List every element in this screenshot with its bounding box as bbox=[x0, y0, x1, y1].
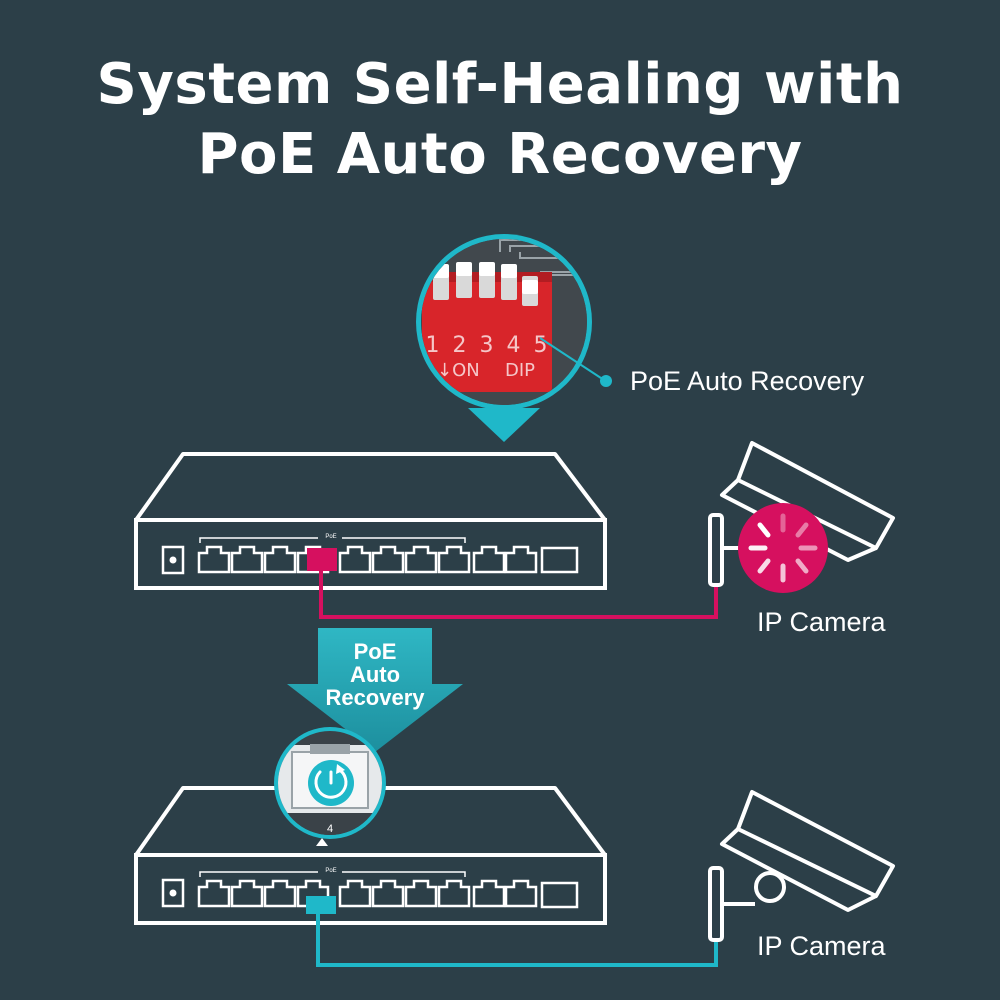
title-line-1: System Self-Healing with bbox=[96, 52, 904, 117]
title-line-2: PoE Auto Recovery bbox=[197, 122, 803, 187]
rj45-port bbox=[437, 879, 471, 908]
faulty-cable bbox=[319, 571, 718, 619]
down-arrow bbox=[287, 628, 463, 752]
dip-label: DIP bbox=[505, 360, 535, 381]
port-number: 4 bbox=[327, 823, 333, 835]
dip-on-label: ↓ON bbox=[437, 360, 480, 381]
rj45-port bbox=[472, 545, 506, 574]
rj45-port bbox=[371, 879, 405, 908]
rj45-port bbox=[338, 545, 372, 574]
poe-tag-bottom: PoE bbox=[325, 868, 336, 874]
rj45-port bbox=[230, 545, 264, 574]
camera-bottom-label: IP Camera bbox=[757, 931, 886, 961]
power-recovery-icon bbox=[308, 760, 354, 806]
rj45-port bbox=[263, 879, 297, 908]
dip-callout-label: PoE Auto Recovery bbox=[630, 366, 865, 396]
rj45-port bbox=[338, 879, 372, 908]
ip-camera-bottom bbox=[708, 790, 895, 942]
dip-switch-zoom: 1 2 3 4 5 ↓ON DIP bbox=[416, 234, 612, 442]
rj45-port bbox=[504, 879, 538, 908]
rj45-port bbox=[197, 879, 231, 908]
loading-spinner-icon bbox=[738, 503, 828, 593]
rj45-port bbox=[504, 545, 538, 574]
recovered-cable bbox=[316, 912, 718, 967]
recovered-port bbox=[306, 896, 336, 914]
rj45-port bbox=[404, 879, 438, 908]
switch-top bbox=[134, 452, 607, 590]
rj45-port bbox=[371, 545, 405, 574]
switch-bottom bbox=[134, 786, 607, 925]
rj45-port bbox=[197, 545, 231, 574]
camera-top-label: IP Camera bbox=[757, 607, 886, 637]
arrow-line-2: Auto bbox=[349, 662, 401, 687]
recovery-arrow-label: PoE Auto Recovery bbox=[318, 640, 432, 709]
dip-numbers: 1 2 3 4 5 bbox=[426, 333, 551, 358]
rj45-port bbox=[472, 879, 506, 908]
arrow-line-3: Recovery bbox=[325, 685, 425, 710]
rj45-port bbox=[404, 545, 438, 574]
rj45-port bbox=[263, 545, 297, 574]
poe-tag-top: PoE bbox=[325, 534, 336, 540]
rj45-port bbox=[230, 879, 264, 908]
arrow-line-1: PoE bbox=[353, 639, 397, 664]
rj45-port bbox=[437, 545, 471, 574]
page-title: System Self-Healing with PoE Auto Recove… bbox=[0, 50, 1000, 190]
faulty-port bbox=[307, 548, 337, 571]
